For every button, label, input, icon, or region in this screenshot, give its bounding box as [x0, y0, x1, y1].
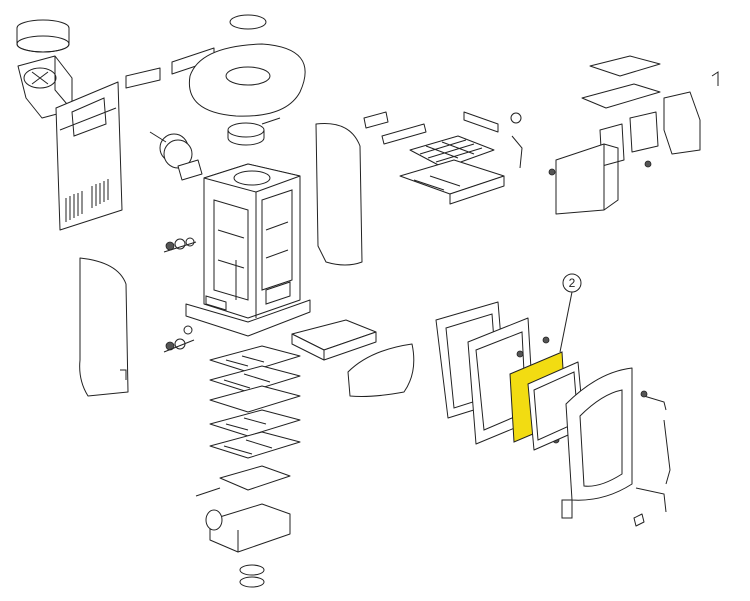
top-collar-ring: [227, 117, 281, 146]
vent-slots: [65, 179, 109, 222]
flue-collar: [16, 19, 70, 53]
top-cover: [188, 14, 306, 117]
rod-handle: [510, 112, 522, 124]
door-handle-assembly: [633, 390, 671, 527]
air-control-knobs-lower: [163, 325, 195, 353]
sensor-plate: [177, 159, 203, 181]
air-box: [195, 465, 291, 553]
callout-2: 2: [559, 273, 582, 353]
left-side-panel: [79, 257, 129, 397]
ash-pan: [291, 319, 377, 361]
right-side-panel: [315, 122, 363, 266]
spigot-ring: [239, 564, 265, 588]
fire-grate: [409, 135, 495, 169]
callout-2-label: 2: [569, 276, 576, 290]
riddling-rod: [511, 135, 523, 169]
grate-stack: [209, 345, 301, 459]
firebrick-set: [548, 55, 719, 215]
stove-body: [185, 163, 311, 337]
rear-heat-shield: [55, 81, 123, 231]
door-outer-panel: [561, 367, 633, 519]
air-control-knobs-upper: [163, 237, 197, 253]
air-vent-disc: [149, 131, 193, 169]
baffle-bracket: [363, 111, 499, 145]
grate-frame: [399, 159, 505, 205]
front-trim-plate: [347, 343, 415, 397]
gasket-strip: [125, 67, 161, 89]
